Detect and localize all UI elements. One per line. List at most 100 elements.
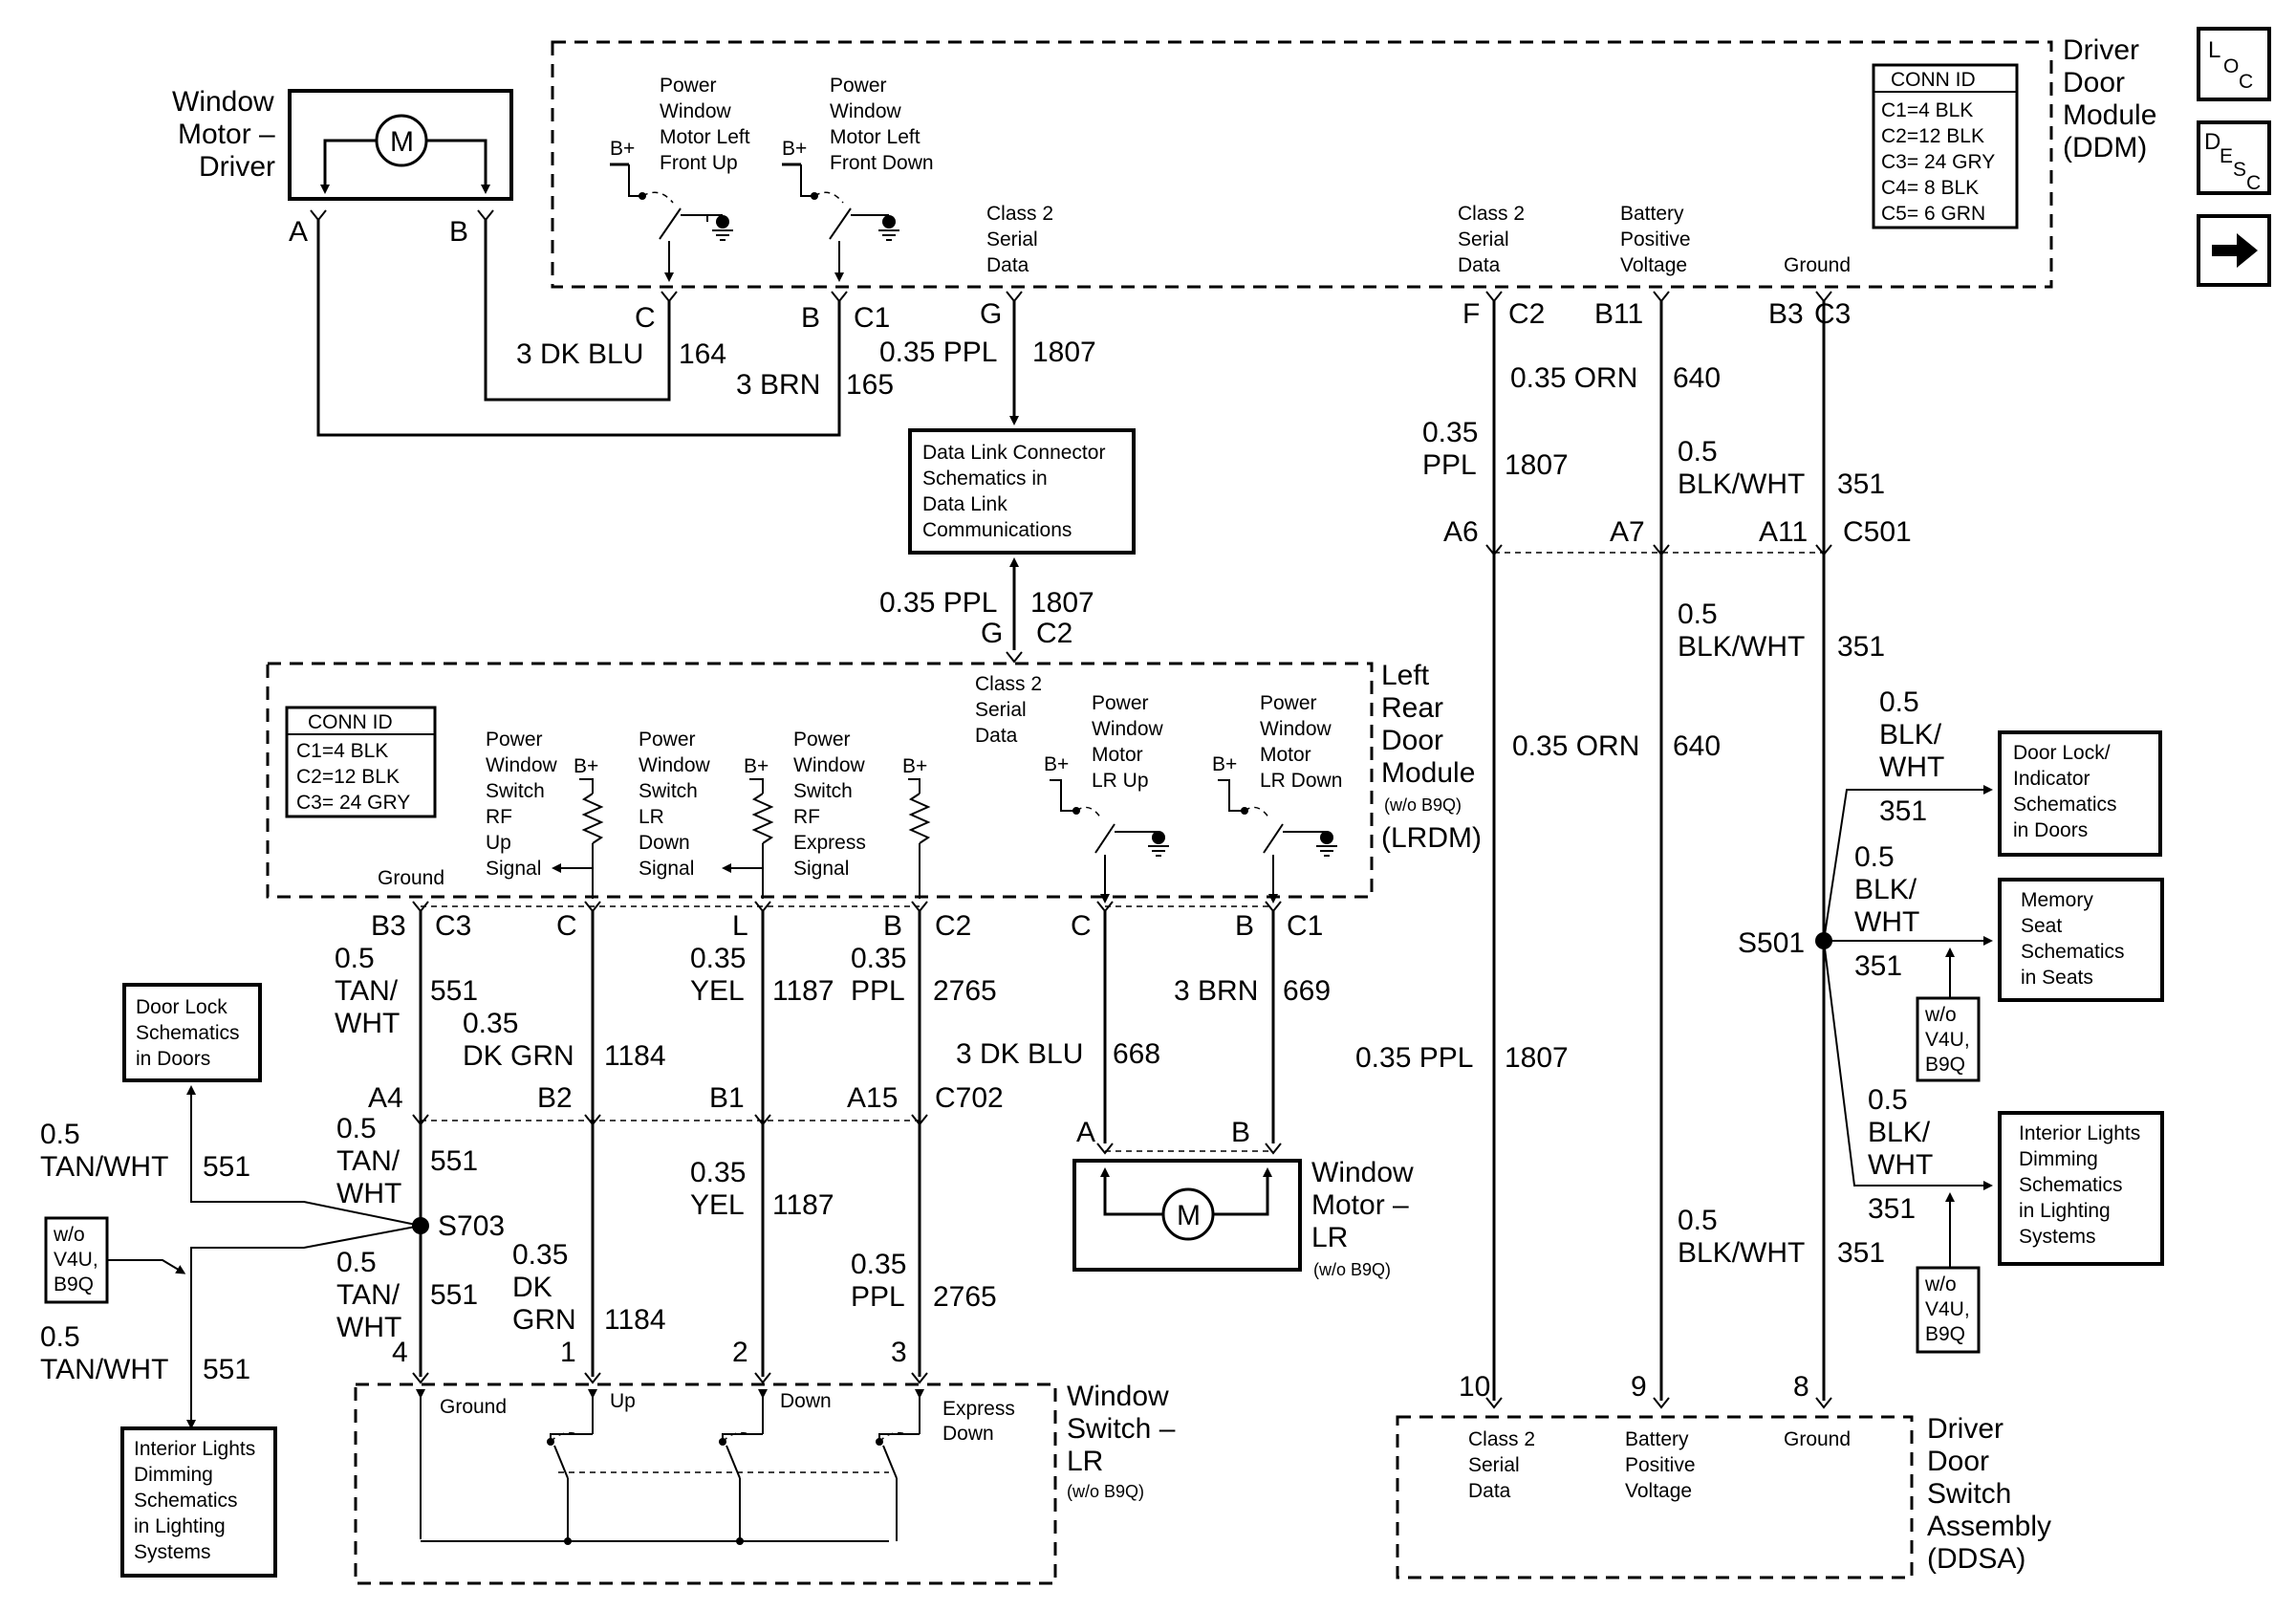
svg-text:Door: Door (1381, 725, 1443, 756)
svg-text:Down: Down (639, 832, 690, 854)
svg-text:0.5: 0.5 (1678, 1205, 1718, 1236)
svg-text:0.35: 0.35 (851, 943, 906, 974)
svg-text:165: 165 (846, 369, 894, 401)
lrdm-ground-label: Ground (378, 867, 444, 889)
svg-text:Power: Power (793, 729, 851, 751)
svg-text:B: B (883, 910, 902, 942)
svg-text:0.35 PPL: 0.35 PPL (1355, 1042, 1473, 1074)
desc-button[interactable]: D E S C (2197, 120, 2271, 195)
svg-text:(LRDM): (LRDM) (1381, 822, 1482, 854)
svg-text:8: 8 (1793, 1371, 1809, 1403)
svg-text:C501: C501 (1843, 516, 1912, 548)
door-lock-schematics-left[interactable]: Door Lock Schematics in Doors (122, 983, 262, 1082)
svg-text:Schematics: Schematics (136, 1022, 240, 1044)
svg-text:Serial: Serial (1458, 229, 1509, 250)
svg-text:Power: Power (1260, 692, 1317, 714)
svg-text:Power: Power (639, 729, 696, 751)
svg-text:Rear: Rear (1381, 692, 1443, 724)
svg-text:WHT: WHT (1879, 751, 1944, 783)
svg-text:1: 1 (560, 1337, 576, 1368)
svg-text:Data: Data (986, 254, 1029, 276)
door-lock-indicator-schematics[interactable]: Door Lock/ Indicator Schematics in Doors (1998, 730, 2162, 857)
svg-text:A7: A7 (1610, 516, 1645, 548)
svg-text:Schematics: Schematics (2013, 794, 2117, 816)
svg-text:Positive: Positive (1620, 229, 1691, 250)
ddm-right-trunks: 0.35 ORN 640 0.35 PPL 1807 0.5 BLK/WHT 3… (1422, 301, 1885, 1401)
svg-text:A: A (1076, 1117, 1095, 1148)
svg-text:B+: B+ (744, 755, 769, 777)
svg-text:B: B (801, 302, 820, 334)
loc-button[interactable]: L O C (2197, 27, 2271, 101)
svg-text:S501: S501 (1738, 927, 1805, 959)
svg-text:A11: A11 (1759, 516, 1808, 548)
svg-text:Front Up: Front Up (660, 152, 738, 174)
svg-text:M: M (1177, 1200, 1201, 1231)
svg-text:C3= 24 GRY: C3= 24 GRY (1881, 151, 1995, 173)
svg-text:0.35 PPL: 0.35 PPL (879, 587, 997, 619)
interior-lights-schematics-right[interactable]: Interior Lights Dimming Schematics in Li… (1998, 1111, 2164, 1266)
svg-text:Serial: Serial (975, 699, 1027, 721)
svg-text:Motor –: Motor – (1311, 1189, 1409, 1221)
svg-text:in Seats: in Seats (2021, 967, 2093, 989)
svg-text:BLK/: BLK/ (1868, 1117, 1931, 1148)
svg-text:164: 164 (679, 338, 726, 370)
svg-text:0.35: 0.35 (463, 1008, 518, 1039)
svg-text:Positive: Positive (1625, 1454, 1696, 1476)
svg-text:C2: C2 (1508, 298, 1545, 330)
svg-text:C3: C3 (435, 910, 471, 942)
svg-text:B+: B+ (782, 138, 807, 160)
svg-text:0.35: 0.35 (690, 1157, 746, 1188)
svg-text:Front Down: Front Down (830, 152, 934, 174)
svg-text:BLK/: BLK/ (1879, 719, 1942, 751)
svg-text:Class 2: Class 2 (986, 203, 1053, 225)
svg-text:C2: C2 (1036, 618, 1072, 649)
next-page-button[interactable] (2197, 214, 2271, 287)
lrdm-title: Left Rear Door Module (w/o B9Q) (LRDM) (1381, 660, 1482, 854)
svg-text:Door: Door (1927, 1446, 1989, 1477)
svg-text:Express: Express (793, 832, 866, 854)
svg-text:C3: C3 (1814, 298, 1851, 330)
svg-text:(DDSA): (DDSA) (1927, 1543, 2025, 1575)
svg-text:L: L (732, 910, 748, 942)
svg-text:TAN/: TAN/ (336, 1279, 401, 1311)
svg-text:B: B (1235, 910, 1254, 942)
svg-text:Voltage: Voltage (1620, 254, 1687, 276)
svg-text:B+: B+ (1044, 753, 1069, 775)
svg-text:CONN ID: CONN ID (308, 711, 393, 733)
svg-text:B+: B+ (574, 755, 598, 777)
ddm-title: Driver Door Module (DDM) (2063, 34, 2156, 163)
interior-lights-schematics-left[interactable]: Interior Lights Dimming Schematics in Li… (120, 1426, 277, 1578)
svg-text:9: 9 (1631, 1371, 1647, 1403)
svg-text:0.5: 0.5 (1854, 841, 1895, 873)
lrdm-signal-rf-express: Power Window Switch RF Express Signal B+ (793, 729, 931, 899)
svg-text:C1=4 BLK: C1=4 BLK (296, 740, 388, 762)
driver-motor-wires: 3 DK BLU 164 3 BRN 165 (316, 220, 894, 437)
memory-seat-schematics[interactable]: Memory Seat Schematics in Seats (1998, 878, 2164, 1002)
svg-text:Door Lock: Door Lock (136, 996, 227, 1018)
svg-text:Power: Power (660, 75, 717, 97)
svg-text:C5= 6 GRN: C5= 6 GRN (1881, 203, 1985, 225)
svg-text:Seat: Seat (2021, 915, 2062, 937)
svg-text:Up: Up (610, 1390, 636, 1412)
svg-text:640: 640 (1673, 362, 1721, 394)
svg-text:B9Q: B9Q (54, 1274, 94, 1295)
svg-text:Switch: Switch (486, 780, 545, 802)
svg-text:Module: Module (2063, 99, 2156, 131)
svg-text:351: 351 (1837, 1237, 1885, 1269)
svg-text:A: A (289, 216, 308, 248)
svg-text:0.35 ORN: 0.35 ORN (1510, 362, 1637, 394)
svg-text:Data Link Connector: Data Link Connector (922, 442, 1105, 464)
c702-connector: A4 B2 B1 A15 C702 (368, 1082, 1004, 1126)
svg-text:0.5: 0.5 (1678, 436, 1718, 468)
svg-text:B3: B3 (371, 910, 406, 942)
svg-text:Systems: Systems (134, 1541, 211, 1563)
svg-text:1184: 1184 (604, 1040, 666, 1072)
svg-text:Indicator: Indicator (2013, 768, 2090, 790)
svg-text:Motor Left: Motor Left (830, 126, 921, 148)
ddm-class2-label: Class 2 Serial Data (986, 203, 1053, 276)
svg-text:C: C (556, 910, 577, 942)
svg-text:Window: Window (793, 754, 866, 776)
svg-text:Window: Window (639, 754, 711, 776)
svg-text:Window: Window (1067, 1381, 1169, 1412)
svg-text:Window: Window (1092, 718, 1164, 740)
